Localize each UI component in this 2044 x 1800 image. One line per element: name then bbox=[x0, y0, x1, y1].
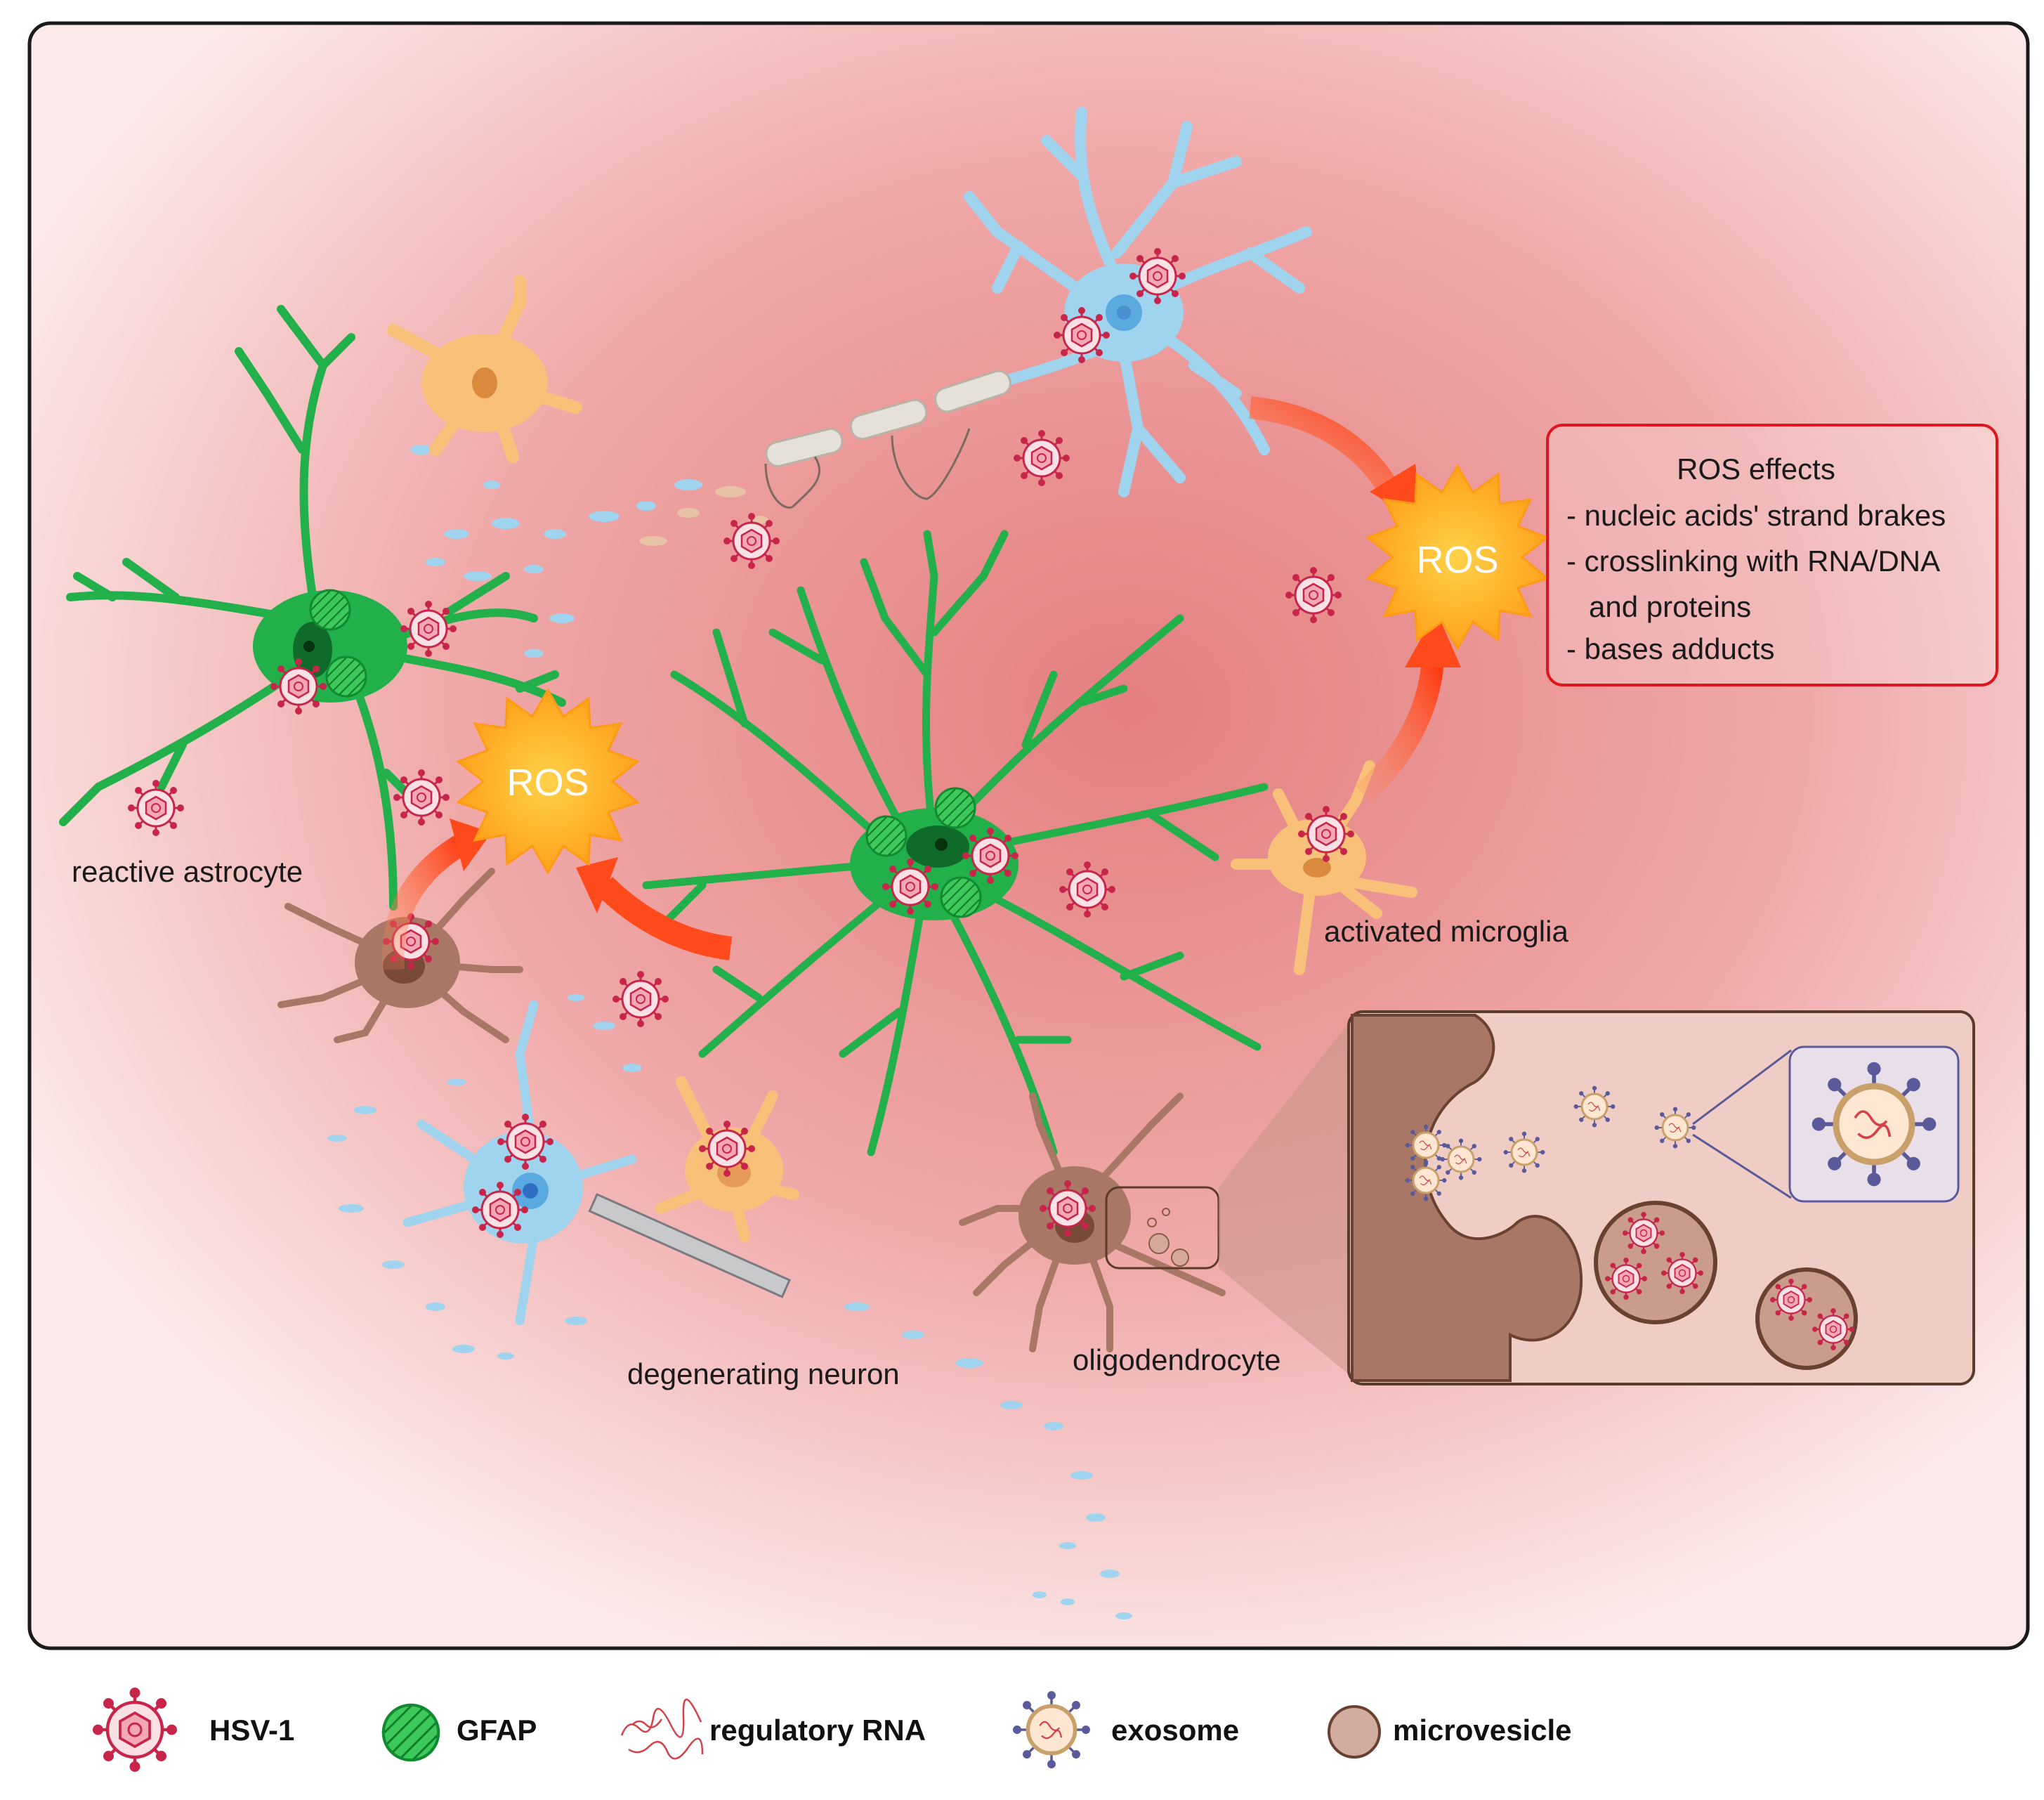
legend-label-gfap: GFAP bbox=[457, 1714, 537, 1747]
exosome-icon bbox=[1014, 1693, 1089, 1767]
vesicle-release-inset bbox=[1219, 1010, 1975, 1385]
label-oligodendrocyte: oligodendrocyte bbox=[1073, 1343, 1281, 1376]
legend-label-microvesicle: microvesicle bbox=[1393, 1714, 1572, 1747]
label-degenerating-neuron: degenerating neuron bbox=[627, 1357, 900, 1390]
hsv1-icon bbox=[94, 1689, 176, 1770]
central-astrocyte bbox=[642, 530, 1269, 1156]
label-activated-microglia: activated microglia bbox=[1324, 915, 1568, 948]
ros-effect-item-4: - bases adducts bbox=[1566, 632, 1775, 665]
legend-item-gfap: GFAP bbox=[384, 1705, 537, 1760]
degenerating-neuron bbox=[327, 994, 1132, 1619]
ros-effect-item-2: - crosslinking with RNA/DNA bbox=[1566, 544, 1940, 578]
label-reactive-astrocyte: reactive astrocyte bbox=[72, 855, 303, 888]
reactive-astrocyte bbox=[59, 305, 566, 911]
legend-item-exosome: exosome bbox=[1014, 1693, 1239, 1767]
ros-label-left: ROS bbox=[506, 762, 589, 804]
legend-item-hsv1: HSV-1 bbox=[94, 1689, 294, 1770]
ros-arrows bbox=[381, 396, 1461, 970]
oligodendrocyte-bottom bbox=[959, 1093, 1226, 1352]
ros-burst-right: ROS bbox=[1366, 464, 1549, 650]
legend-item-microvesicle: microvesicle bbox=[1328, 1705, 1572, 1759]
legend-item-regulatory-rna: regulatory RNA bbox=[620, 1698, 926, 1760]
ros-effects-title: ROS effects bbox=[1677, 452, 1835, 485]
ros-label-right: ROS bbox=[1416, 539, 1498, 581]
legend-label-regulatory-rna: regulatory RNA bbox=[709, 1714, 926, 1747]
legend-label-exosome: exosome bbox=[1111, 1714, 1239, 1747]
regulatory-rna-icon bbox=[620, 1698, 704, 1760]
ros-burst-left: ROS bbox=[457, 689, 639, 874]
microglia-top-left bbox=[387, 275, 582, 463]
ros-effect-item-3: and proteins bbox=[1589, 590, 1751, 623]
microglia-bottom bbox=[655, 1076, 799, 1242]
legend: HSV-1 GFAP regulatory RNA exosome microv… bbox=[94, 1689, 1572, 1770]
top-neuron bbox=[410, 107, 1312, 658]
ros-effect-item-1: - nucleic acids' strand brakes bbox=[1566, 499, 1946, 532]
gfap-icon bbox=[384, 1705, 438, 1760]
microvesicle-icon bbox=[1328, 1705, 1381, 1759]
legend-label-hsv1: HSV-1 bbox=[209, 1714, 294, 1747]
ros-effects-box: ROS effects - nucleic acids' strand brak… bbox=[1546, 424, 1998, 686]
